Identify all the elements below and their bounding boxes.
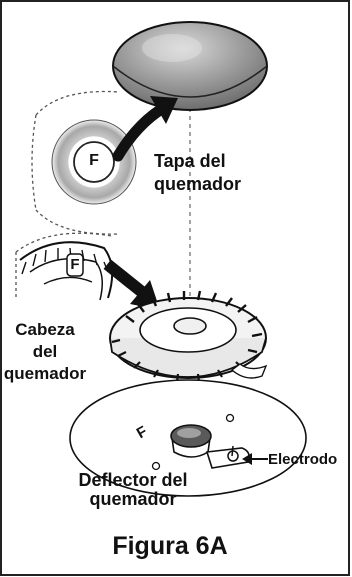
deflector-label-line2: quemador — [89, 489, 177, 509]
cap-f-mark: F — [89, 152, 99, 169]
electrode-pointer-arrow — [242, 453, 268, 465]
burner-head-label-line3: quemador — [3, 364, 87, 383]
burner-head-label-line2: del — [32, 342, 58, 361]
head-inset — [15, 232, 114, 301]
burner-base-cup — [170, 424, 212, 458]
deflector-label-line1: Deflector del — [78, 470, 188, 490]
electrode-label: Electrodo — [268, 451, 338, 468]
figure-caption: Figura 6A — [112, 532, 228, 560]
head-f-mark-box — [66, 253, 84, 277]
burner-cap-label-line2: quemador — [154, 174, 242, 194]
cap-f-mark-circle — [73, 141, 115, 183]
burner-head-label-line1: Cabeza — [15, 320, 75, 339]
burner-head — [109, 290, 268, 383]
cap-inset — [31, 90, 137, 235]
burner-cap — [112, 21, 268, 111]
burner-cap-label-line1: Tapa del — [154, 151, 226, 171]
head-f-mark: F — [70, 256, 80, 273]
cap-pointer-arrow — [112, 96, 178, 162]
